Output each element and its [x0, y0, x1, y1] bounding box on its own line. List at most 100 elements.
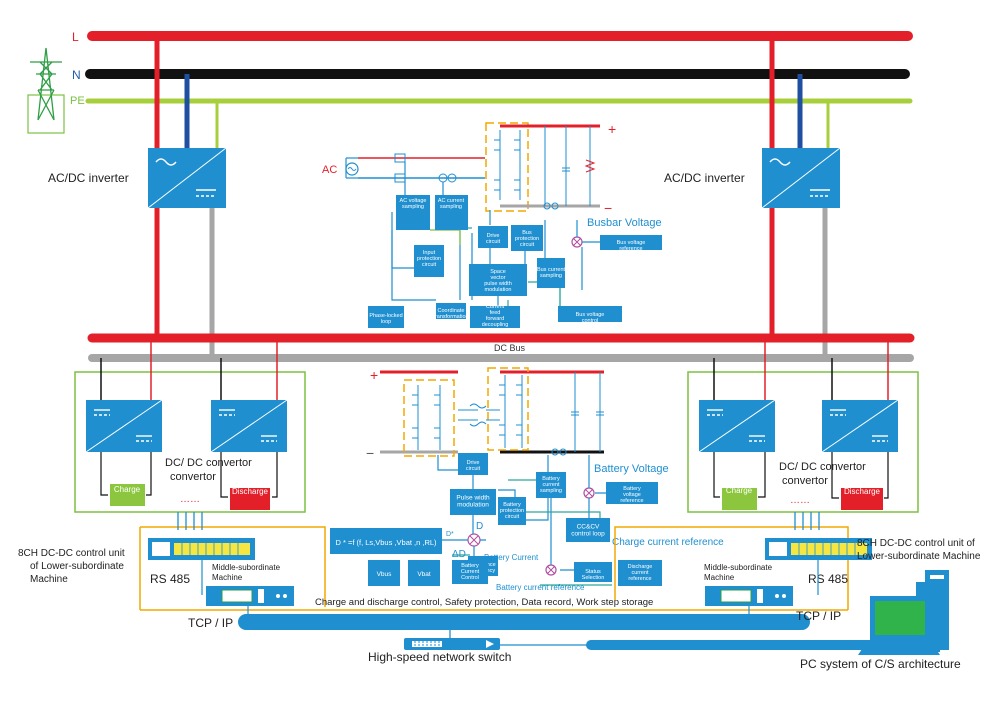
battery-voltage-reference-block	[606, 482, 658, 504]
vbus-block	[368, 560, 400, 586]
ac-control-section: AC + − Busbar Voltage	[322, 121, 662, 334]
battery-current-reference-label: Battery current reference	[496, 583, 585, 592]
pwm-block	[450, 489, 496, 515]
right-inverter-icon	[761, 147, 841, 209]
tcpip-bus	[238, 614, 810, 630]
battery-current-sampling-block	[536, 472, 566, 498]
switch-label: High-speed network switch	[368, 650, 511, 664]
tcpip-right: TCP / IP	[796, 609, 841, 623]
d-star-label: D*	[446, 531, 454, 538]
left-unit-label-2: of Lower-subordinate	[30, 561, 124, 572]
left-inverter-icon	[147, 147, 227, 209]
middle-right-label-2: Machine	[704, 573, 735, 582]
vbat-text: Vbat	[417, 571, 431, 578]
network-switch-icon	[404, 638, 500, 650]
left-converter-frame	[74, 371, 306, 513]
left-ellipsis: ……	[180, 494, 200, 505]
vbat-block	[408, 560, 440, 586]
delta-d-label: ΔD	[452, 549, 466, 560]
bus-current-sampling-block	[537, 258, 565, 288]
svpwm-block	[469, 264, 527, 296]
line-pe-label: PE	[70, 95, 85, 107]
battery-voltage-label: Battery Voltage	[594, 463, 669, 475]
middle-left-label-1: Middle-subordinate	[212, 563, 281, 572]
secondary-network-bus	[586, 640, 876, 650]
ac-minus-sign: −	[604, 200, 612, 216]
charge-current-reference-label: Charge current reference	[612, 537, 724, 548]
battery-protection-block	[498, 497, 526, 525]
right-charge-battery	[722, 488, 757, 510]
dcdc-converter-icon	[210, 399, 288, 453]
left-charge-battery	[110, 484, 145, 506]
right-convertor-label: DC/ DC convertor	[779, 461, 866, 473]
vbus-text: Vbus	[377, 571, 393, 578]
bus-protection-block	[511, 225, 543, 251]
dcdc-converter-icon	[85, 399, 163, 453]
left-control-unit	[148, 538, 255, 560]
right-ellipsis: ……	[790, 495, 810, 506]
pc-label: PC system of C/S architecture	[800, 657, 961, 671]
right-charge-label: Charge	[726, 486, 753, 495]
bus-voltage-reference-block	[600, 235, 662, 250]
input-protection-block	[414, 245, 444, 277]
left-unit-label-3: Machine	[30, 574, 68, 585]
battery-current-control-block	[452, 560, 488, 584]
status-selection-block	[574, 562, 612, 582]
left-convertor-label: DC/ DC convertor	[165, 457, 252, 469]
left-discharge-battery	[230, 488, 270, 510]
ac-plus-sign: +	[608, 121, 616, 137]
dcdc-converter-icon	[698, 399, 776, 453]
coordinate-transform-block	[436, 303, 466, 319]
left-convertor-label-2: convertor	[170, 471, 216, 483]
dc-drive-circuit-block	[458, 453, 488, 475]
line-l-label: L	[72, 30, 79, 44]
right-discharge-label: Discharge	[844, 487, 881, 496]
discharge-current-reference-block	[618, 560, 662, 586]
right-unit-label-1: 8CH DC-DC control unit of	[857, 538, 975, 549]
battery-current-label: Battery Current	[484, 553, 539, 562]
dc-minus-sign: −	[366, 445, 374, 461]
right-control-unit	[765, 538, 872, 560]
tower-icon	[27, 47, 65, 134]
left-charge-label: Charge	[114, 485, 141, 494]
tcpip-left: TCP / IP	[188, 616, 233, 630]
dc-plus-sign: +	[370, 367, 378, 383]
ccv-loop-block	[566, 518, 610, 542]
right-middle-machine	[705, 586, 793, 606]
left-unit-label-1: 8CH DC-DC control unit	[18, 548, 125, 559]
right-convertor-label-2: convertor	[782, 475, 828, 487]
middle-left-label-2: Machine	[212, 573, 243, 582]
left-middle-machine	[206, 586, 294, 606]
right-discharge-battery	[841, 488, 883, 510]
pc-icon	[858, 570, 949, 655]
ac-current-sampling-block	[435, 195, 468, 230]
left-inverter-label: AC/DC inverter	[48, 171, 129, 185]
line-n-label: N	[72, 68, 81, 82]
rs485-left: RS 485	[150, 572, 190, 586]
ac-source-label: AC	[322, 164, 337, 176]
formula-block	[330, 528, 442, 554]
right-inverter-label: AC/DC inverter	[664, 171, 745, 185]
left-discharge-label: Discharge	[232, 487, 269, 496]
